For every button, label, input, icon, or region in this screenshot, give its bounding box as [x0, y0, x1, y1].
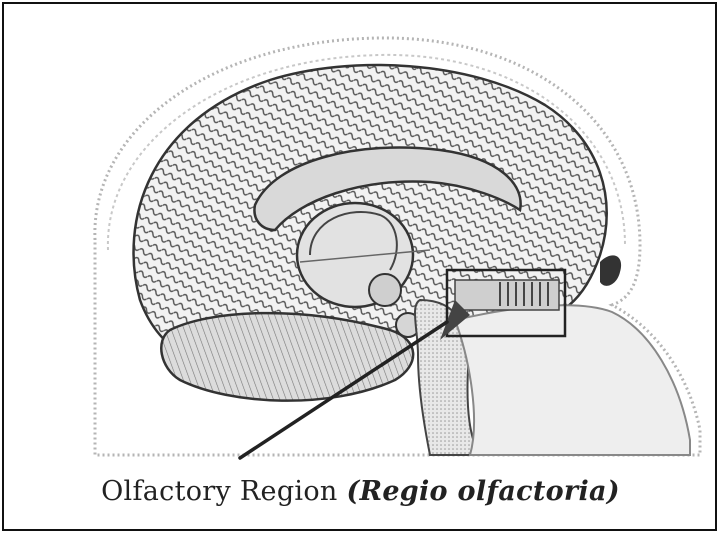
olfactory-fibers: [500, 282, 548, 306]
caption-latin: (Regio olfactoria): [347, 476, 620, 507]
figure-caption: Olfactory Region (Regio olfactoria): [0, 476, 721, 507]
cerebellum: [161, 313, 413, 401]
caption-main: Olfactory Region: [101, 476, 338, 507]
nasal-cavity: [455, 305, 690, 455]
